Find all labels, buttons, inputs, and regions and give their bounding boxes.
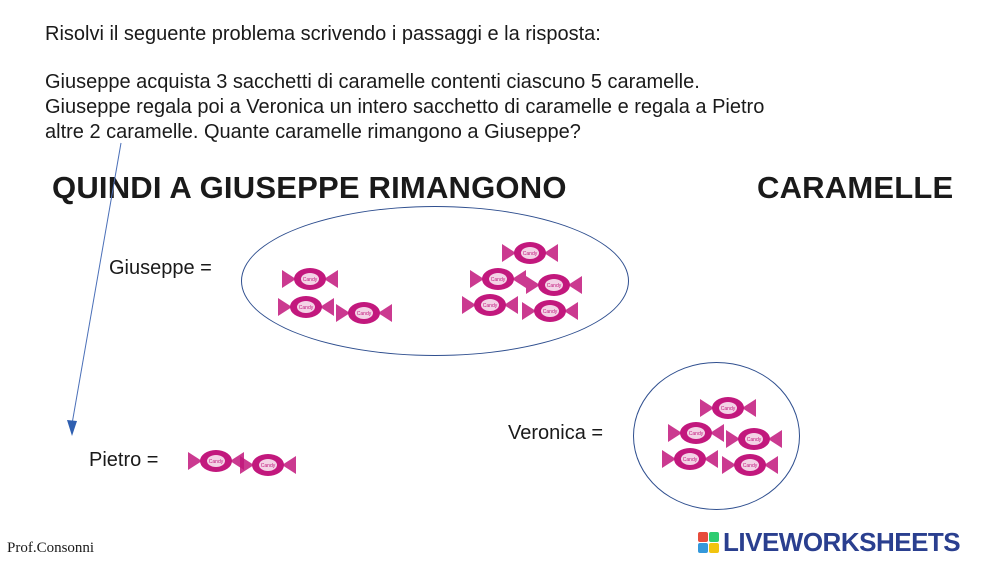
svg-text:Candy: Candy <box>543 309 558 315</box>
candy-icon[interactable]: Candy <box>336 300 392 326</box>
svg-text:Candy: Candy <box>747 437 762 443</box>
svg-text:Candy: Candy <box>209 459 224 465</box>
answer-prefix: QUINDI A GIUSEPPE RIMANGONO <box>52 170 567 205</box>
svg-text:Candy: Candy <box>689 431 704 437</box>
arrow-head-icon <box>67 420 77 436</box>
answer-input[interactable] <box>640 168 745 208</box>
candy-icon[interactable]: Candy <box>240 452 296 478</box>
svg-text:Candy: Candy <box>299 305 314 311</box>
author-credit: Prof.Consonni <box>7 540 95 556</box>
candy-icon[interactable]: Candy <box>526 272 582 298</box>
candy-icon[interactable]: Candy <box>722 452 778 478</box>
svg-text:Candy: Candy <box>683 457 698 463</box>
logo-text: LIVEWORKSHEETS <box>723 527 961 557</box>
candy-icon[interactable]: Candy <box>668 420 724 446</box>
svg-text:Candy: Candy <box>721 406 736 412</box>
candy-icon[interactable]: Candy <box>470 266 526 292</box>
candy-icon[interactable]: Candy <box>502 240 558 266</box>
candy-icon[interactable]: Candy <box>188 448 244 474</box>
label-giuseppe: Giuseppe = <box>109 257 212 279</box>
svg-text:Candy: Candy <box>743 463 758 469</box>
logo-tiles-icon <box>698 532 719 553</box>
svg-text:Candy: Candy <box>523 251 538 257</box>
answer-suffix: CARAMELLE <box>757 170 954 205</box>
svg-text:Candy: Candy <box>483 303 498 309</box>
giuseppe-set-ellipse <box>241 206 629 356</box>
candy-icon[interactable]: Candy <box>282 266 338 292</box>
label-veronica: Veronica = <box>508 422 604 444</box>
instruction-text: Risolvi il seguente problema scrivendo i… <box>45 23 601 45</box>
svg-text:Candy: Candy <box>547 283 562 289</box>
candy-icon[interactable]: Candy <box>462 292 518 318</box>
label-pietro: Pietro = <box>89 449 159 471</box>
candy-icon[interactable]: Candy <box>662 446 718 472</box>
problem-text: Giuseppe acquista 3 sacchetti di caramel… <box>45 71 765 143</box>
veronica-set-ellipse <box>633 362 800 510</box>
svg-text:Candy: Candy <box>357 311 372 317</box>
candy-icon[interactable]: Candy <box>278 294 334 320</box>
svg-text:Candy: Candy <box>303 277 318 283</box>
liveworksheets-logo: LIVEWORKSHEETS <box>698 527 961 558</box>
candy-icon[interactable]: Candy <box>522 298 578 324</box>
svg-text:Candy: Candy <box>491 277 506 283</box>
candy-icon[interactable]: Candy <box>700 395 756 421</box>
candy-icon[interactable]: Candy <box>726 426 782 452</box>
svg-text:Candy: Candy <box>261 463 276 469</box>
